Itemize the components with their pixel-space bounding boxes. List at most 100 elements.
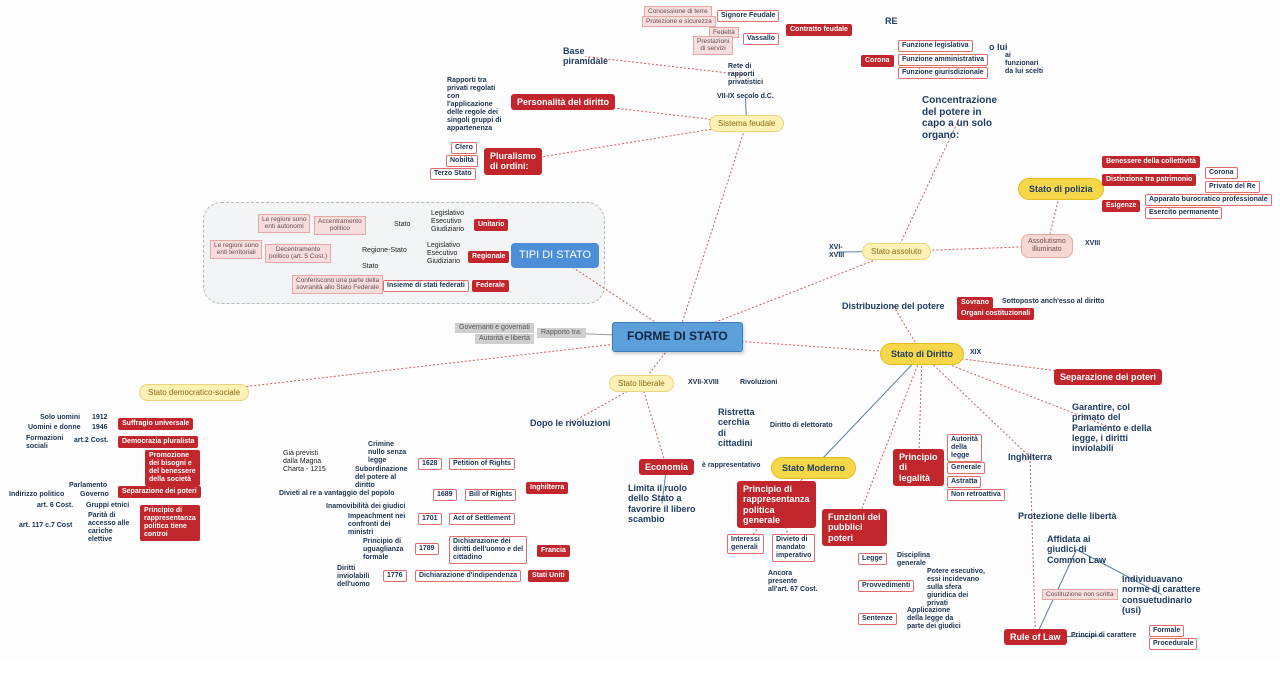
node-francia[interactable]: Francia xyxy=(537,545,570,558)
node-concentr[interactable]: Concentrazione del potere in capo a un s… xyxy=(922,95,998,141)
node-ai-funz[interactable]: ai funzionari da lui scelti xyxy=(1005,52,1044,76)
node-tipi[interactable]: TIPI DI STATO xyxy=(511,243,600,268)
node-affidata[interactable]: Affidata ai giudici di Common Law xyxy=(1047,534,1107,565)
node-diritti-inv[interactable]: Diritti inviolabili dell'uomo xyxy=(337,565,370,589)
node-decentr[interactable]: Decentramento politico (art. 5 Cost.) xyxy=(265,244,332,263)
node-inghilterra2[interactable]: Inghilterra xyxy=(526,482,569,495)
node-individuavano[interactable]: Individuavano norme di carattere consuet… xyxy=(1122,574,1201,616)
node-princ-leg[interactable]: Principio di legalità xyxy=(893,449,944,487)
node-signore[interactable]: Signore Feudale xyxy=(717,10,780,23)
node-dopo-riv[interactable]: Dopo le rivoluzioni xyxy=(530,418,611,428)
node-y1912[interactable]: 1912 xyxy=(92,414,108,421)
node-art117[interactable]: art. 117 c.7 Cost xyxy=(19,522,73,529)
node-governanti[interactable]: Governanti e governati xyxy=(455,323,534,334)
node-uomini-donne[interactable]: Uomini e donne xyxy=(28,424,81,431)
node-distrib[interactable]: Distribuzione del potere xyxy=(842,301,945,311)
node-dich-ind[interactable]: Dichiarazione d'indipendenza xyxy=(415,570,522,583)
node-reg-stato[interactable]: Regione-Stato xyxy=(362,247,407,254)
node-sist-feudale[interactable]: Sistema feudale xyxy=(709,115,785,133)
node-generale[interactable]: Generale xyxy=(947,462,985,475)
node-xix[interactable]: XIX xyxy=(970,349,982,356)
node-o-lui[interactable]: o lui xyxy=(989,42,1008,52)
node-y1701[interactable]: 1701 xyxy=(418,513,442,526)
node-prot-lib[interactable]: Protezione delle libertà xyxy=(1018,511,1117,521)
node-ristretta[interactable]: Ristretta cerchia di cittadini xyxy=(718,407,755,449)
node-regioni-ter[interactable]: Le regioni sono enti territoriali xyxy=(210,240,263,259)
node-pers-diritto[interactable]: Personalità del diritto xyxy=(511,94,616,111)
node-princ-rapp[interactable]: Principio di rappresentanza politica gen… xyxy=(737,481,816,529)
node-pluralismo[interactable]: Pluralismo di ordini: xyxy=(484,148,543,175)
node-diritto-elett[interactable]: Diritto di elettorato xyxy=(770,422,833,429)
node-leg2[interactable]: Legislativo Esecutivo Giudiziario xyxy=(427,242,461,266)
node-sentenze[interactable]: Sentenze xyxy=(858,613,897,626)
node-y1628[interactable]: 1628 xyxy=(418,458,442,471)
node-stato-pol[interactable]: Stato di polizia xyxy=(1018,178,1104,201)
node-dichiarazione[interactable]: Dichiarazione dei diritti dell'uomo e de… xyxy=(449,536,528,565)
node-potere-esec[interactable]: Potere esecutivo, essi incidevano sulla … xyxy=(927,568,985,608)
node-distinz[interactable]: Distinzione tra patrimonio xyxy=(1102,174,1197,187)
node-xvi-xviii[interactable]: XVI- XVIII xyxy=(829,244,845,260)
node-vii-ix[interactable]: VII-IX secolo d.C. xyxy=(717,93,774,100)
node-subord[interactable]: Subordinazione del potere al diritto xyxy=(355,466,408,490)
node-corona[interactable]: Corona xyxy=(861,55,894,68)
node-inamov[interactable]: Inamovibilità dei giudici xyxy=(326,503,406,510)
node-contratto[interactable]: Contratto feudale xyxy=(786,24,852,37)
node-central[interactable]: FORME DI STATO xyxy=(612,322,743,352)
node-stato-dem[interactable]: Stato democratico-sociale xyxy=(139,384,250,402)
node-suffragio[interactable]: Suffragio universale xyxy=(118,418,194,431)
node-limita[interactable]: Limita il ruolo dello Stato a favorire i… xyxy=(628,483,696,525)
node-impeach[interactable]: Impeachment nei confronti dei ministri xyxy=(348,513,406,537)
node-interessi[interactable]: Interessi generali xyxy=(727,534,764,555)
node-autorita[interactable]: Autorità e libertà xyxy=(475,334,534,345)
node-art2[interactable]: art.2 Cost. xyxy=(74,437,109,444)
node-federale[interactable]: Federale xyxy=(472,280,509,293)
node-nobilta[interactable]: Nobiltà xyxy=(446,155,478,168)
node-clero[interactable]: Clero xyxy=(451,142,477,155)
node-gia-previsti[interactable]: Già previsti dalla Magna Charta - 1215 xyxy=(283,450,326,474)
node-xvii-xviii[interactable]: XVII-XVIII xyxy=(688,379,719,386)
node-esercito[interactable]: Esercito permanente xyxy=(1145,207,1223,220)
node-ancora[interactable]: Ancora presente all'art. 67 Cost. xyxy=(768,570,818,594)
node-autorita-leg[interactable]: Autorità della legge xyxy=(947,434,982,463)
node-stato-dir[interactable]: Stato di Diritto xyxy=(880,343,964,366)
node-rappresent[interactable]: è rappresentativo xyxy=(702,462,761,469)
node-applicaz[interactable]: Applicazione della legge da parte dei gi… xyxy=(907,607,961,631)
node-sottoposto[interactable]: Sottoposto anch'esso al diritto xyxy=(1002,298,1105,305)
node-separaz[interactable]: Separazione dei poteri xyxy=(1054,369,1163,386)
node-legge[interactable]: Legge xyxy=(858,553,887,566)
node-non-retro[interactable]: Non retroattiva xyxy=(947,489,1005,502)
node-insieme[interactable]: Insieme di stati federati xyxy=(383,280,469,293)
node-corona2[interactable]: Corona xyxy=(1205,167,1238,180)
node-principio-ug[interactable]: Principio di uguaglianza formale xyxy=(363,538,404,562)
node-bill[interactable]: Bill of Rights xyxy=(465,489,517,502)
node-unitario[interactable]: Unitario xyxy=(474,219,509,232)
node-y1776[interactable]: 1776 xyxy=(383,570,407,583)
node-prestazioni[interactable]: Prestazioni di servizi xyxy=(693,36,734,55)
node-indirizzo[interactable]: Indirizzo politico xyxy=(9,491,65,498)
node-base-pir[interactable]: Base piramidale xyxy=(563,46,609,67)
node-assol-ill[interactable]: Assolutismo illuminato xyxy=(1021,234,1073,259)
node-f-amm[interactable]: Funzione amministrativa xyxy=(898,54,989,67)
node-esigenze[interactable]: Esigenze xyxy=(1102,200,1141,213)
node-inghilterra[interactable]: Inghilterra xyxy=(1008,452,1053,462)
node-sovrano[interactable]: Sovrano xyxy=(957,297,994,310)
node-gruppi[interactable]: Gruppi etnici xyxy=(86,502,130,509)
node-princ-rapp2[interactable]: Principio di rappresentanza politica tie… xyxy=(140,505,200,542)
node-regionale[interactable]: Regionale xyxy=(468,251,510,264)
node-promozione[interactable]: Promozione dei bisogni e del benessere d… xyxy=(145,450,200,487)
node-y1689[interactable]: 1689 xyxy=(433,489,457,502)
node-rivoluzioni[interactable]: Rivoluzioni xyxy=(740,379,778,386)
node-stati-uniti[interactable]: Stati Uniti xyxy=(528,570,569,583)
node-rete[interactable]: Rete di rapporti privatistici xyxy=(728,63,764,87)
node-stato-mod[interactable]: Stato Moderno xyxy=(771,457,856,480)
node-provved[interactable]: Provvedimenti xyxy=(858,580,915,593)
node-crimine[interactable]: Crimine nullo senza legge xyxy=(368,441,407,465)
node-divieto[interactable]: Divieto di mandato imperativo xyxy=(772,534,816,563)
node-y1789[interactable]: 1789 xyxy=(415,543,439,556)
node-y1946[interactable]: 1946 xyxy=(92,424,108,431)
node-organi[interactable]: Organi costituzionali xyxy=(957,308,1035,321)
node-xviii[interactable]: XVIII xyxy=(1085,240,1101,247)
node-benessere[interactable]: Benessere della collettività xyxy=(1102,156,1200,169)
node-rule-law[interactable]: Rule of Law xyxy=(1004,629,1067,646)
